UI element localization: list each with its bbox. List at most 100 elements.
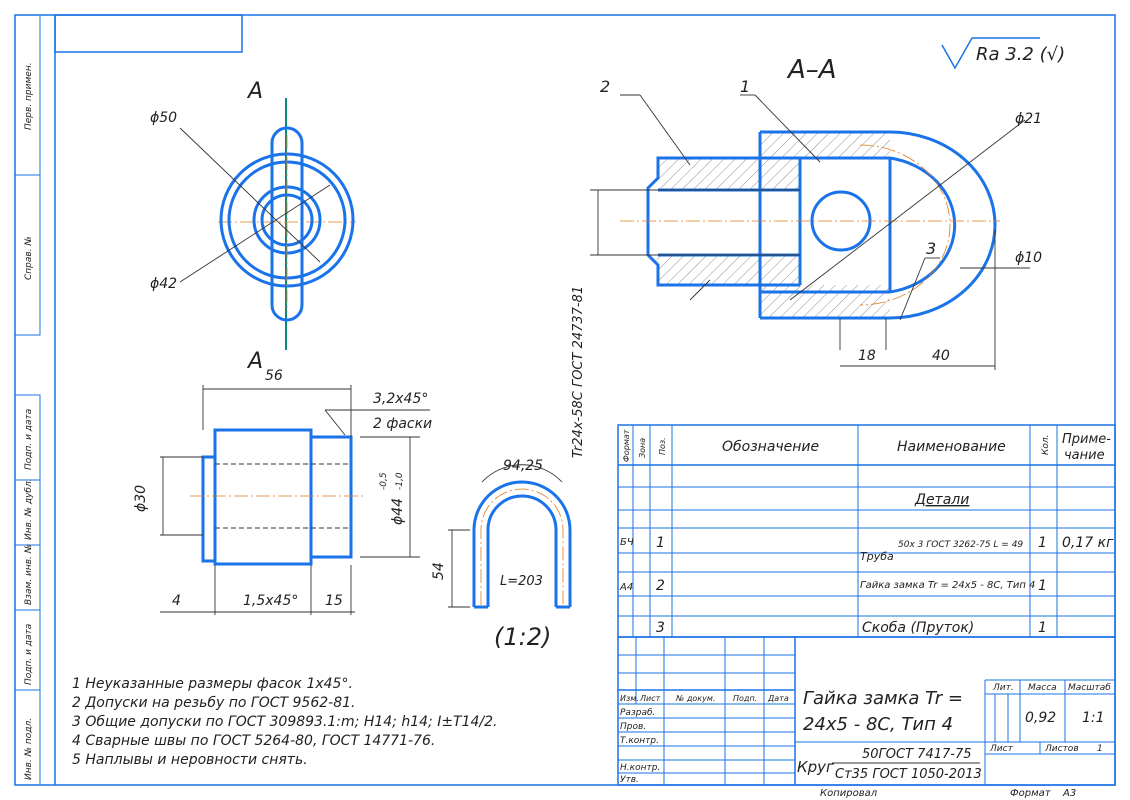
dim-arc: 94,25 [503, 458, 543, 474]
section-title: А–А [786, 55, 837, 85]
side-label: Подп. и дата [24, 409, 34, 470]
bracket-scale: (1:2) [494, 623, 551, 651]
dim-d10: ϕ10 [1015, 250, 1042, 266]
roughness-text: Ra 3.2 (√) [976, 44, 1065, 65]
row-pos: 2 [656, 578, 665, 594]
note-line: 4 Сварные швы по ГОСТ 5264-80, ГОСТ 1477… [72, 733, 435, 749]
header-format: Формат [622, 429, 631, 462]
tb-sheet: Лист [989, 744, 1014, 754]
dim-d44: ϕ44 [390, 498, 406, 525]
header-name: Наименование [897, 439, 1006, 455]
header-designation: Обозначение [722, 439, 819, 455]
doc-title-line2: 24x5 - 8C, Тип 4 [803, 714, 953, 735]
tb-prov: Пров. [620, 722, 646, 732]
header-note-2: чание [1064, 448, 1105, 463]
row-qty: 1 [1038, 578, 1047, 594]
side-label: Перв. примен. [24, 62, 34, 130]
dim-40: 40 [932, 348, 950, 364]
pos-3-label: 3 [926, 239, 936, 258]
row-pos: 3 [656, 620, 665, 636]
tol-lower: -1,0 [395, 472, 405, 490]
dim-d30: ϕ30 [133, 485, 149, 512]
mass-value: 0,92 [1025, 710, 1056, 726]
bottom-caption: Копировал Формат А3 [820, 788, 1076, 799]
cut-letter-top: А [246, 79, 263, 104]
dim-54: 54 [431, 562, 447, 580]
material-top: 50ГОСТ 7417-75 [862, 747, 971, 762]
tb-razrab: Разраб. [620, 708, 655, 718]
tb-izm: Изм. [620, 694, 639, 703]
format-value: А3 [1062, 788, 1076, 799]
tb-mass: Масса [1028, 683, 1057, 693]
dim-15: 15 [325, 593, 343, 609]
bracket-view: 94,25 54 L=203 (1:2) [431, 458, 572, 651]
side-label: Инв. № дубл. [24, 478, 34, 540]
row-format: А4 [619, 582, 633, 593]
tb-tkontr: Т.контр. [620, 736, 659, 746]
note-line: 3 Общие допуски по ГОСТ 309893.1:m; Н14;… [72, 714, 498, 730]
row-qty: 1 [1038, 535, 1047, 551]
side-label: Справ. № [24, 236, 34, 280]
copied-label: Копировал [820, 788, 878, 799]
side-stamp-labels: Перв. примен. Справ. № Подп. и дата Инв.… [24, 62, 34, 780]
material-prefix: Круг [797, 758, 834, 776]
header-qty: Кол. [1041, 434, 1051, 455]
thread-spec: Tr24x-58C ГОСТ 24737-81 [571, 286, 586, 458]
header-zone: Зона [638, 438, 647, 458]
row-format: БЧ [620, 537, 634, 548]
row-name-detail: 50х 3 ГОСТ 3262-75 L = 49 [898, 540, 1023, 550]
section-a-a: А–А 2 1 3 ϕ21 [571, 55, 1042, 458]
tb-doc: № докум. [675, 694, 715, 703]
bracket-length: L=203 [500, 574, 543, 589]
scale-value: 1:1 [1082, 710, 1105, 726]
side-label: Подп. и дата [24, 624, 34, 685]
note-line: 2 Допуски на резьбу по ГОСТ 9562-81. [72, 695, 355, 711]
doc-title-line1: Гайка замка Tr = [803, 688, 963, 709]
tb-podp: Подп. [733, 694, 757, 703]
specification-table: Формат Зона Поз. Обозначение Наименовани… [617, 424, 1116, 638]
section-details: Детали [914, 492, 969, 508]
sheets-value: 1 [1097, 744, 1103, 754]
material-bottom: Ст35 ГОСТ 1050-2013 [835, 767, 982, 782]
dim-18: 18 [858, 348, 876, 364]
tb-nkontr: Н.контр. [620, 763, 660, 773]
tb-lit: Лит. [992, 683, 1014, 693]
dim-4: 4 [172, 593, 181, 609]
chamfer-15x45: 1,5x45° [243, 593, 298, 609]
chamfer-label: 3,2x45° [373, 391, 428, 407]
tb-scale: Масштаб [1068, 683, 1111, 693]
tb-sheets: Листов [1044, 744, 1079, 754]
tol-upper: -0,5 [379, 472, 389, 490]
side-label: Взам. инв. № [24, 544, 34, 605]
tb-date: Дата [767, 694, 789, 703]
note-line: 1 Неуказанные размеры фасок 1х45°. [72, 676, 353, 692]
chamfers-label: 2 фаски [373, 416, 432, 432]
tb-utv: Утв. [620, 775, 639, 785]
row-pos: 1 [656, 535, 665, 551]
pos-2-label: 2 [600, 77, 610, 96]
roughness-symbol: Ra 3.2 (√) [941, 37, 1065, 70]
pos-1-label: 1 [740, 77, 750, 96]
header-note-1: Приме- [1062, 432, 1111, 447]
dim-56: 56 [265, 368, 283, 384]
cut-letter-bottom: А [246, 349, 263, 374]
front-view: А А ϕ50 ϕ42 [150, 79, 356, 374]
dim-d42: ϕ42 [150, 276, 177, 292]
row-name: Гайка замка Tr = 24x5 - 8C, Тип 4 [860, 580, 1035, 591]
row-name: Скоба (Пруток) [862, 620, 974, 636]
title-block: Изм. Лист № докум. Подп. Дата Разраб. Пр… [617, 636, 1116, 786]
sheet-frame [14, 14, 1116, 786]
dim-d21: ϕ21 [1015, 111, 1042, 127]
header-pos: Поз. [658, 437, 667, 455]
note-line: 5 Наплывы и неровности снять. [72, 752, 308, 768]
dim-d50: ϕ50 [150, 110, 177, 126]
format-label: Формат [1010, 788, 1052, 799]
row-qty: 1 [1038, 620, 1047, 636]
row-name: Труба [860, 550, 894, 563]
row-note: 0,17 кг [1062, 535, 1114, 551]
side-label: Инв. № подл. [24, 718, 34, 780]
nut-view: 56 3,2x45° 2 фаски ϕ30 ϕ44 -0,5 -1,0 4 1… [133, 368, 432, 615]
tb-list: Лист [639, 694, 661, 703]
technical-notes: 1 Неуказанные размеры фасок 1х45°. 2 Доп… [72, 676, 498, 768]
